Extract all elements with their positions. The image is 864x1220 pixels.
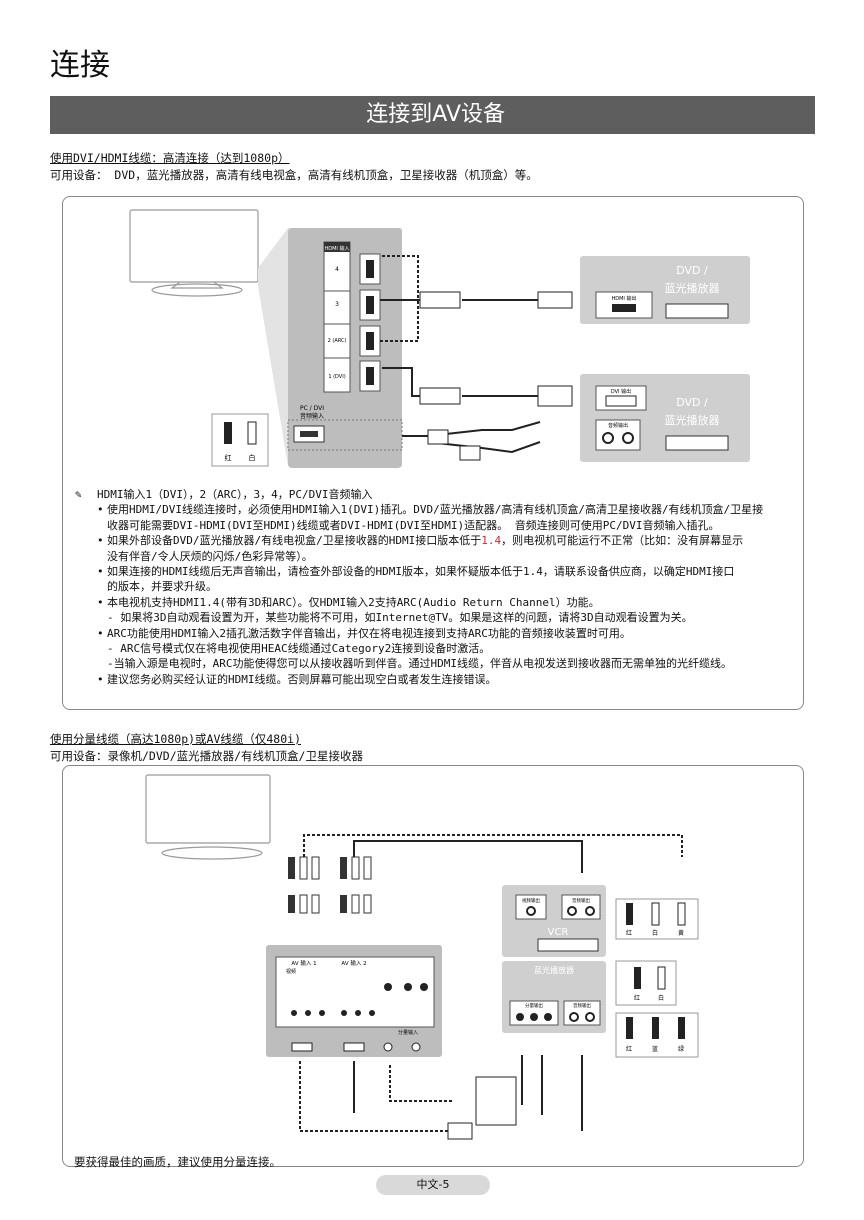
vcr-video-out-label: 视频输出 bbox=[522, 897, 540, 904]
legend-red: 红 bbox=[626, 929, 632, 937]
video-label: 视频 bbox=[286, 968, 296, 975]
notes-block: ✎HDMI输入1（DVI），2（ARC），3，4，PC/DVI音频输入 •使用H… bbox=[75, 487, 805, 687]
list-item: •使用HDMI/DVI线缆连接时，必须使用HDMI输入1(DVI)插孔。DVD/… bbox=[97, 503, 764, 532]
audio-plug-legend bbox=[211, 413, 269, 467]
device2-dvi-label: DVI 输出 bbox=[611, 388, 631, 395]
av-adapter bbox=[447, 1122, 473, 1140]
list-item: •本电视机支持HDMI1.4(带有3D和ARC）。仅HDMI输入2支持ARC(A… bbox=[97, 595, 693, 625]
audio-cable bbox=[427, 421, 541, 454]
device1-name-2: 蓝光播放器 bbox=[665, 281, 720, 295]
notes-header: ✎HDMI输入1（DVI），2（ARC），3，4，PC/DVI音频输入 bbox=[75, 488, 373, 501]
notes-list: •使用HDMI/DVI线缆连接时，必须使用HDMI输入1(DVI)插孔。DVD/… bbox=[75, 502, 805, 687]
port-label-2arc: 2 (ARC) bbox=[328, 338, 347, 344]
section1-subtitle: 可用设备： DVD，蓝光播放器，高清有线电视盒，高清有线机顶盒，卫星接收器（机顶… bbox=[50, 168, 538, 182]
component-in-label: 分量输入 bbox=[398, 1029, 418, 1036]
device1-name: DVD / bbox=[676, 264, 708, 277]
device1-port-label: HDMI 输出 bbox=[612, 295, 637, 302]
hdmi-panel-label: HDMI 输入 bbox=[325, 245, 350, 252]
section1-title: 使用DVI/HDMI线缆：高清连接（达到1080p） bbox=[50, 151, 290, 165]
bd-component-out-label: 分量输出 bbox=[525, 1002, 543, 1009]
section-banner: 连接到AV设备 bbox=[50, 96, 815, 134]
av-in-1-label: AV 输入 1 bbox=[291, 959, 316, 967]
section2-title: 使用分量线缆（高达1080p)或AV线缆（仅480i) bbox=[50, 732, 302, 746]
legend-red: 红 bbox=[225, 453, 232, 462]
legend-green: 绿 bbox=[678, 1045, 684, 1053]
hdmi-cable-plug bbox=[419, 291, 573, 407]
vcr-label: VCR bbox=[548, 927, 569, 938]
bluray-label: 蓝光播放器 bbox=[534, 965, 574, 975]
legend-yellow: 黄 bbox=[678, 929, 684, 937]
page-number: 中文-5 bbox=[376, 1175, 490, 1195]
legend-red: 红 bbox=[634, 994, 640, 1002]
hdmi-connection-diagram: HDMI 输入 4 3 2 (ARC) 1 (DVI) PC / DVI 音频输… bbox=[129, 209, 750, 468]
legend-white: 白 bbox=[249, 453, 256, 462]
bd-audio-out-label: 音频输出 bbox=[573, 1002, 591, 1009]
pc-dvi-label: PC / DVI bbox=[300, 405, 324, 412]
legend-white: 白 bbox=[658, 994, 664, 1002]
av-cable-plugs bbox=[288, 856, 372, 914]
pencil-icon: ✎ bbox=[75, 488, 82, 501]
legend-white: 白 bbox=[652, 929, 658, 937]
section2-subtitle: 可用设备：录像机/DVD/蓝光播放器/有线机顶盒/卫星接收器 bbox=[50, 749, 363, 763]
port-label-4: 4 bbox=[335, 266, 339, 273]
device2-audio-label: 音频输出 bbox=[608, 422, 628, 429]
legend-blue: 蓝 bbox=[652, 1045, 658, 1053]
av-port-row bbox=[291, 983, 428, 1016]
device2-name: DVD / bbox=[676, 396, 708, 409]
component-connection-diagram: AV 输入 1 AV 输入 2 视频 分量输入 视频输出 音频输出 VCR 蓝光… bbox=[145, 774, 699, 1140]
av-in-2-label: AV 输入 2 bbox=[341, 959, 366, 967]
list-item: •如果外部设备DVD/蓝光播放器/有线电视盒/卫星接收器的HDMI接口版本低于1… bbox=[97, 534, 744, 563]
hdmi-diagram-panel bbox=[62, 196, 804, 710]
tv-icon bbox=[129, 209, 259, 297]
pc-dvi-audio-label: 音频输入 bbox=[300, 412, 324, 420]
list-item: •建议您务必购买经认证的HDMI线缆。否则屏幕可能出现空白或者发生连接错误。 bbox=[97, 672, 497, 686]
component-diagram-panel bbox=[62, 765, 804, 1167]
tv-icon bbox=[145, 774, 271, 860]
hdmi-port-column bbox=[359, 253, 381, 392]
legend-red: 红 bbox=[626, 1045, 632, 1053]
vcr-audio-out-label: 音频输出 bbox=[572, 897, 590, 904]
best-quality-caption: 要获得最佳的画质，建议使用分量连接。 bbox=[74, 1155, 281, 1169]
plug-legend-2 bbox=[615, 960, 677, 1006]
list-item: •ARC功能使用HDMI输入2插孔激活数字伴音输出，并仅在将电视连接到支持ARC… bbox=[97, 626, 732, 671]
list-item: •如果连接的HDMI线缆后无声音输出，请检查外部设备的HDMI版本，如果怀疑版本… bbox=[97, 565, 735, 594]
port-label-1dvi: 1 (DVI) bbox=[328, 374, 345, 380]
port-label-3: 3 bbox=[335, 301, 339, 308]
page-title: 连接 bbox=[50, 48, 110, 83]
device2-name-2: 蓝光播放器 bbox=[665, 413, 720, 427]
